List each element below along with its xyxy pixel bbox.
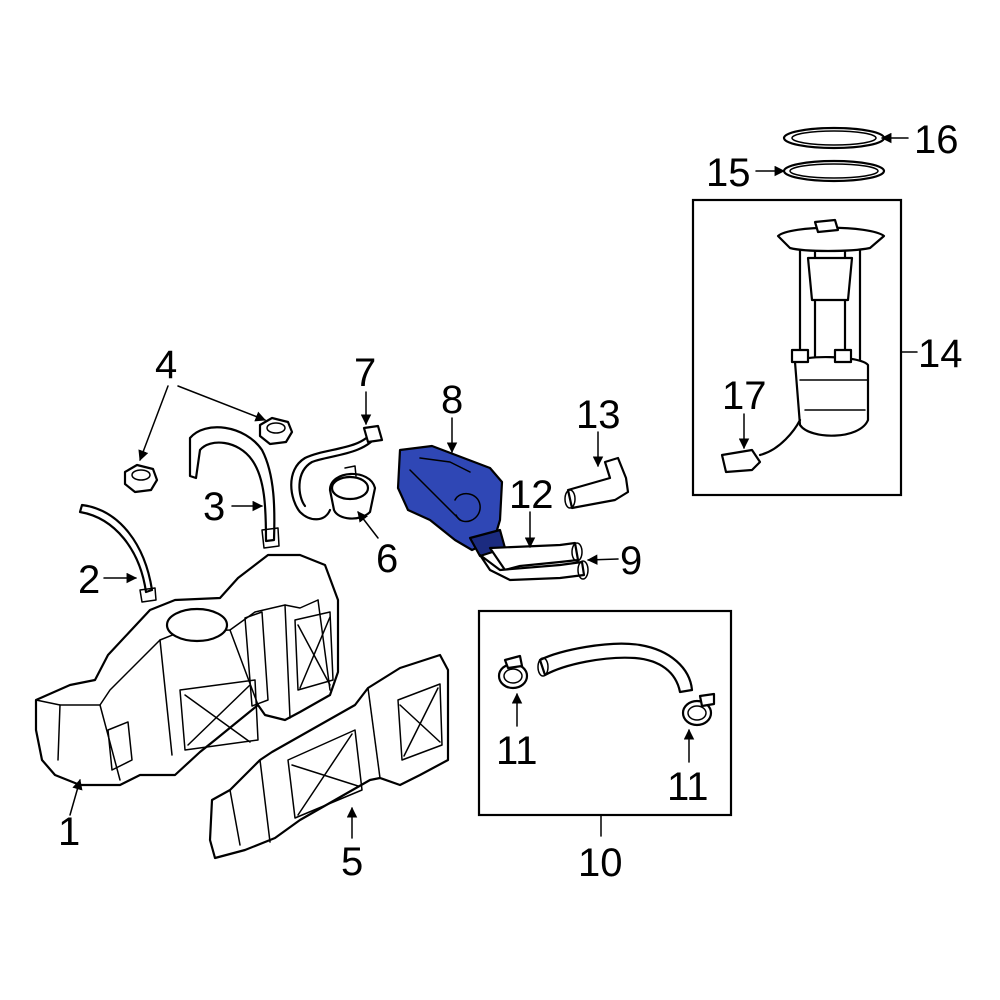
callout-labels: 1 2 3 4 5 6 7 8 9 10 11 11 12 13 14 15 1…: [58, 118, 963, 885]
callout-2: 2: [78, 558, 100, 602]
elbow-hose[interactable]: [564, 456, 630, 510]
hose-clamp-left[interactable]: [497, 654, 529, 690]
callout-9: 9: [620, 539, 642, 583]
fuel-pump-module[interactable]: [758, 218, 886, 457]
seal-gasket[interactable]: [782, 159, 886, 183]
callout-3: 3: [203, 485, 225, 529]
nut-upper[interactable]: [258, 416, 294, 446]
callout-1: 1: [58, 810, 80, 854]
callout-4: 4: [155, 343, 177, 387]
callout-10: 10: [578, 841, 623, 885]
fuel-pump-box: [691, 198, 903, 497]
fuel-level-sender[interactable]: [720, 448, 762, 474]
tank-strap-rear[interactable]: [188, 426, 280, 549]
callout-6: 6: [376, 537, 398, 581]
callout-16: 16: [914, 118, 959, 162]
heat-shield[interactable]: [208, 653, 450, 860]
hose-clamp-right[interactable]: [681, 692, 716, 727]
leader-lines: [69, 132, 918, 839]
tether-strap[interactable]: [290, 424, 384, 521]
callout-11-right: 11: [667, 765, 709, 809]
fill-hose[interactable]: [537, 642, 694, 694]
filler-housing-highlighted[interactable]: [396, 444, 507, 558]
callout-8: 8: [441, 378, 463, 422]
tank-strap-front[interactable]: [78, 503, 157, 603]
callout-5: 5: [341, 840, 363, 884]
callout-15: 15: [706, 151, 751, 195]
callout-17: 17: [722, 374, 767, 418]
callout-12: 12: [509, 473, 554, 517]
filler-cap-fitting[interactable]: [328, 465, 377, 520]
callout-14: 14: [918, 332, 963, 376]
callout-7: 7: [354, 351, 376, 395]
nut-lower[interactable]: [123, 463, 159, 494]
lock-ring[interactable]: [782, 126, 886, 150]
hose-kit-box: [477, 609, 733, 817]
filler-tubes[interactable]: [478, 541, 589, 582]
callout-13: 13: [576, 393, 621, 437]
callout-11-left: 11: [496, 729, 538, 773]
fuel-tank[interactable]: [34, 553, 340, 787]
